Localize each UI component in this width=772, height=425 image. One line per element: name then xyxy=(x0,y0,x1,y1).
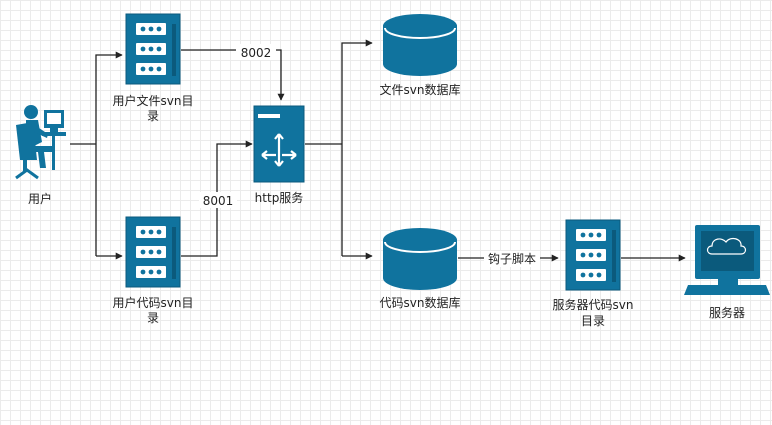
edge-usercode-to-http: 8001 xyxy=(181,140,253,257)
edge-label-8002: 8002 xyxy=(241,46,272,60)
node-label: 服务器 xyxy=(709,305,745,320)
server-rack-icon xyxy=(125,216,181,288)
node-label-line2: 录 xyxy=(147,109,159,123)
node-user-file-svn-dir[interactable]: 用户文件svn目 录 xyxy=(113,13,194,123)
node-label-line1: 用户代码svn目 xyxy=(113,295,194,310)
node-user[interactable]: 用户 xyxy=(15,105,66,206)
database-icon xyxy=(382,227,458,291)
monitor-icon xyxy=(684,225,770,295)
database-icon xyxy=(382,13,458,77)
node-label: 代码svn数据库 xyxy=(380,295,461,310)
edge-user-branch xyxy=(70,51,123,260)
edge-codedb-to-serverdir: 钩子脚本 xyxy=(458,251,559,267)
node-server-code-svn-dir[interactable]: 服务器代码svn 目录 xyxy=(553,219,634,328)
node-label: 文件svn数据库 xyxy=(380,82,461,97)
edge-http-to-dbs xyxy=(305,39,373,260)
node-label: http服务 xyxy=(255,190,304,205)
node-label-line1: 服务器代码svn xyxy=(553,297,634,312)
server-rack-icon xyxy=(565,219,621,291)
node-code-svn-database[interactable]: 代码svn数据库 xyxy=(380,227,461,310)
server-rack-icon xyxy=(125,13,181,85)
node-file-svn-database[interactable]: 文件svn数据库 xyxy=(380,13,461,97)
network-switch-icon xyxy=(253,105,305,183)
edge-userfile-to-http: 8002 xyxy=(181,44,285,101)
edge-label-hook-script: 钩子脚本 xyxy=(488,251,536,266)
node-label-line2: 目录 xyxy=(581,314,605,328)
node-label: 用户 xyxy=(28,191,52,206)
node-server[interactable]: 服务器 xyxy=(684,225,770,320)
edge-label-8001: 8001 xyxy=(203,194,234,208)
node-label-line2: 录 xyxy=(147,311,159,325)
node-label-line1: 用户文件svn目 xyxy=(113,93,194,108)
node-http-service[interactable]: http服务 xyxy=(253,105,305,205)
node-user-code-svn-dir[interactable]: 用户代码svn目 录 xyxy=(113,216,194,325)
user-at-computer-icon xyxy=(15,105,66,180)
